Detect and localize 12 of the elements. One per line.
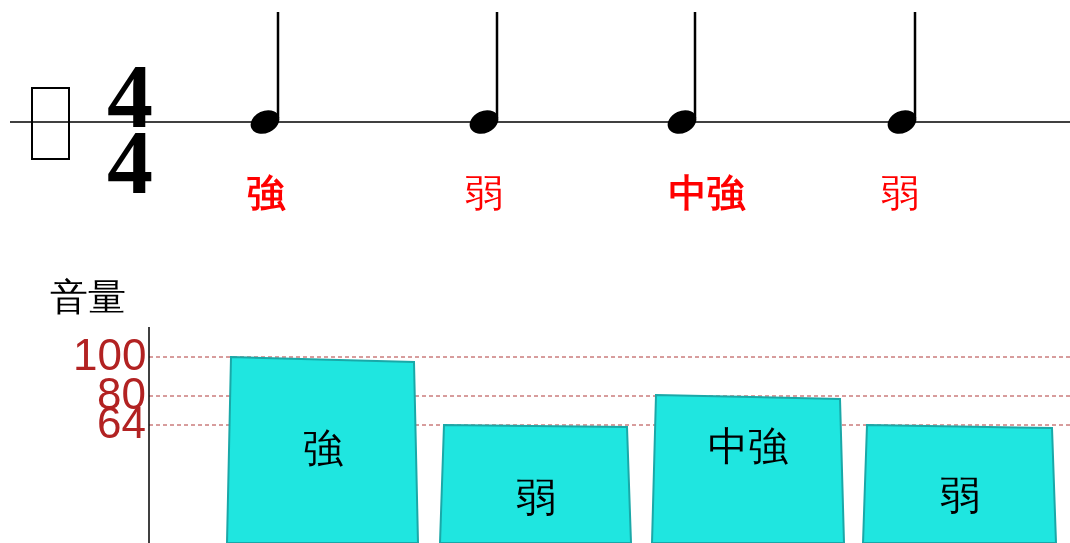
bar-label: 弱 (515, 477, 556, 517)
volume-level-label: 64 (97, 408, 146, 439)
bar-label: 弱 (939, 475, 980, 515)
beat-label: 弱 (881, 174, 919, 212)
axis-title: 音量 (50, 278, 126, 316)
bar-label: 強 (302, 428, 343, 468)
beat-label: 中強 (669, 174, 745, 212)
volume-level-label: 80 (97, 379, 146, 410)
beat-label: 強 (247, 174, 285, 212)
beat-label: 弱 (465, 174, 503, 212)
bar-label: 中強 (708, 426, 788, 466)
volume-level-label: 100 (73, 340, 147, 371)
